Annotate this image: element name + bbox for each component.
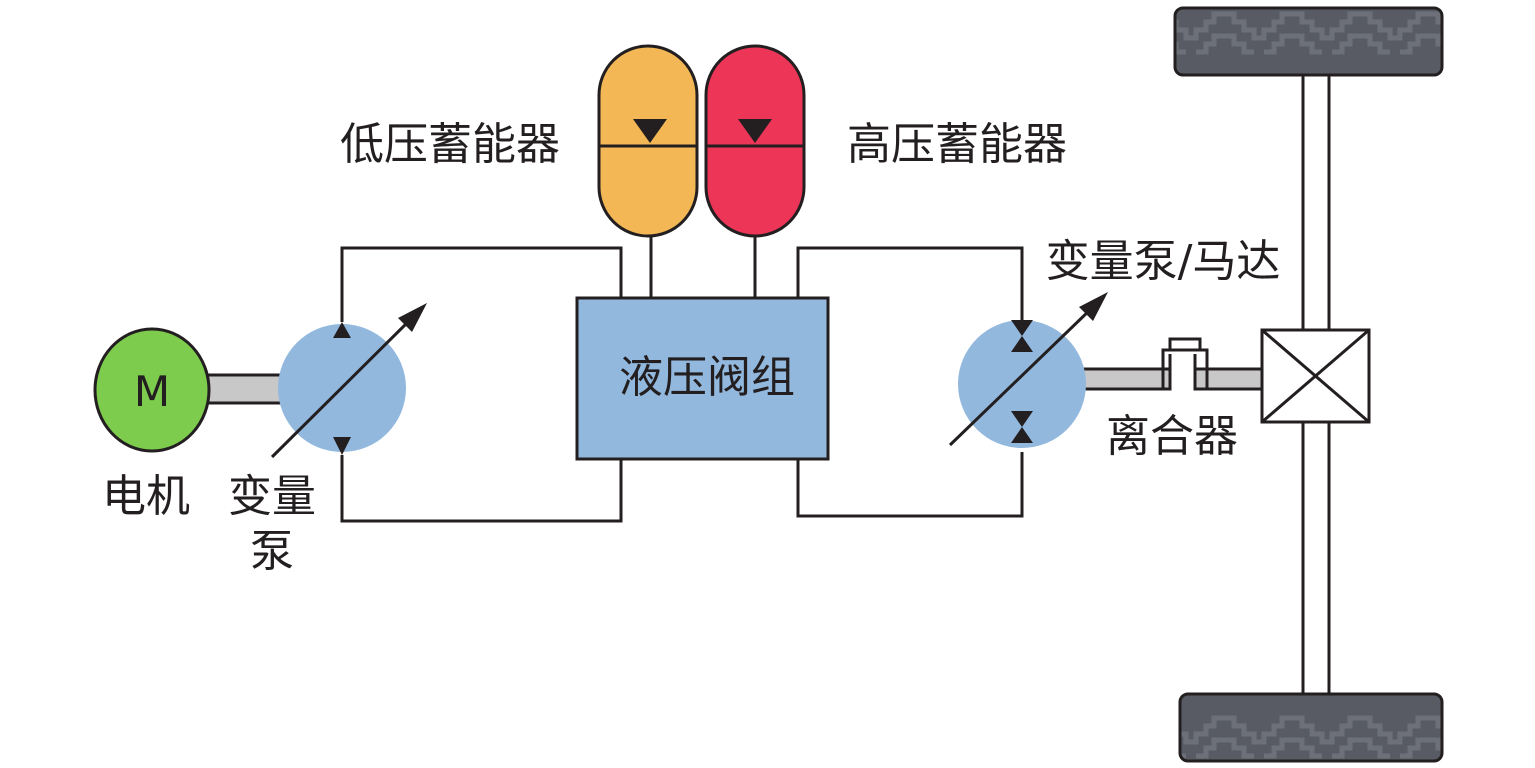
variable-pump	[270, 303, 427, 459]
right-hydraulic-circuit	[796, 246, 1024, 518]
high-accumulator-arrow-icon	[738, 119, 772, 143]
valve-block: 液压阀组	[575, 296, 830, 461]
bottom-wheel	[1178, 692, 1444, 763]
pump-motor-label: 变量泵/马达	[1046, 236, 1281, 287]
pump-motor-body	[958, 320, 1086, 448]
clutch	[1161, 337, 1209, 389]
electric-motor: M	[93, 327, 211, 453]
pump-up-arrow-icon	[333, 322, 351, 338]
top-wheel	[1173, 6, 1444, 77]
pump-motor-top-arrow-down-icon	[1011, 320, 1033, 336]
pump-variable-arrowhead-icon	[398, 303, 427, 332]
pump-motor-shaft	[1078, 367, 1172, 391]
low-accumulator-body	[597, 44, 699, 238]
pump-down-arrow-icon	[333, 437, 351, 455]
high-pressure-accumulator	[704, 44, 806, 238]
left-hydraulic-circuit	[340, 246, 623, 523]
motor-shaft	[203, 373, 287, 405]
clutch-label: 离合器	[1106, 411, 1238, 462]
pump-motor-top-arrow-up-icon	[1011, 336, 1033, 352]
pump-variable-arrow	[270, 316, 414, 459]
pump-motor-bottom-arrow-up-icon	[1011, 427, 1033, 443]
valve-block-label: 液压阀组	[619, 352, 795, 403]
variable-pump-motor	[948, 292, 1108, 448]
motor-label: 电机	[102, 471, 190, 522]
pump-label-line1: 变量	[228, 471, 316, 522]
valve-block-body	[575, 296, 830, 461]
low-accumulator-label: 低压蓄能器	[340, 119, 560, 170]
motor-symbol: M	[134, 367, 170, 416]
differential	[1260, 328, 1371, 424]
pump-motor-variable-arrowhead-icon	[1079, 292, 1108, 321]
low-pressure-accumulator	[597, 44, 699, 238]
differential-cross-b	[1261, 328, 1370, 424]
low-accumulator-arrow-icon	[633, 119, 667, 143]
high-accumulator-label: 高压蓄能器	[847, 119, 1067, 170]
motor-body	[93, 327, 211, 453]
clutch-cap	[1168, 337, 1202, 352]
pump-motor-variable-arrow	[948, 305, 1095, 447]
pump-motor-bottom-arrow-down-icon	[1011, 411, 1033, 427]
pump-label-line2: 泵	[250, 526, 294, 577]
